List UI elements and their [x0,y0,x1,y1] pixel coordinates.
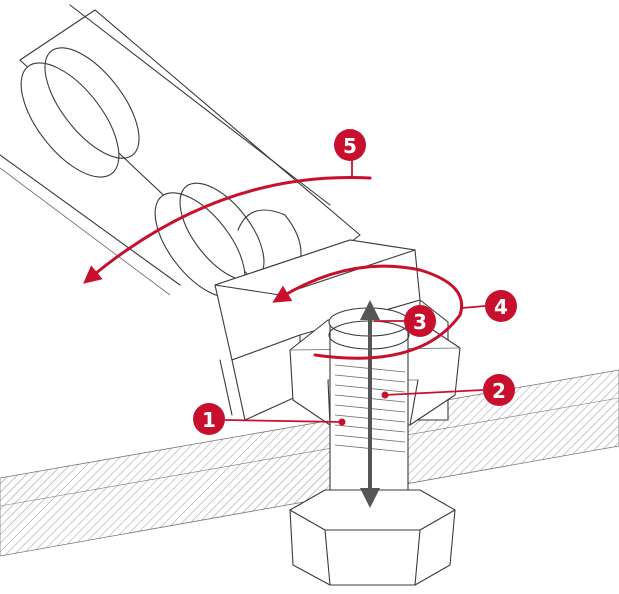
callout-1: 1 [193,403,225,435]
svg-text:4: 4 [494,295,508,319]
wrench-rotation-arrow [83,175,372,284]
svg-text:2: 2 [492,379,506,403]
callout-5: 5 [334,129,366,161]
svg-text:1: 1 [202,408,216,432]
callout-3: 3 [404,305,436,337]
nut-rotation-arrow [272,264,463,360]
callout-4: 4 [485,290,517,322]
leader-lines [224,160,486,426]
svg-text:5: 5 [343,134,357,158]
svg-text:3: 3 [413,310,427,334]
bolt-head-bottom [289,489,456,586]
callout-2: 2 [483,374,515,406]
